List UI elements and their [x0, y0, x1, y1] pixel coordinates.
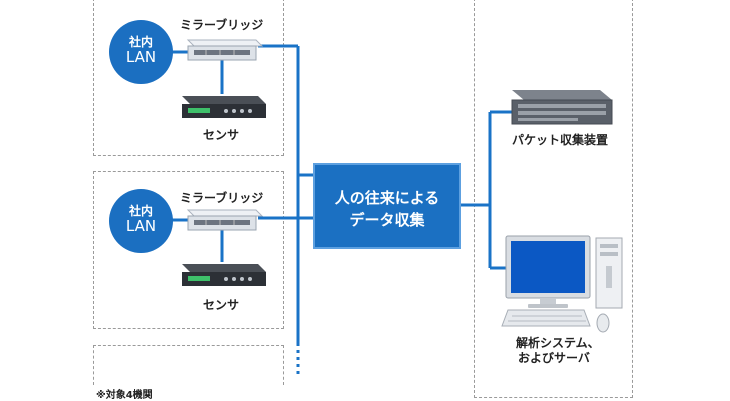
site-more-group [93, 345, 284, 385]
sensor-label: センサ [203, 298, 240, 312]
site-1-group [93, 0, 284, 156]
center-title-line1: 人の往来による [334, 189, 440, 207]
packet-collector-icon [511, 90, 613, 125]
sensor-icon [182, 264, 266, 286]
lan-label-line2: LAN [125, 48, 157, 66]
lan-label-line1: 社内 [128, 204, 153, 218]
lan-circle: 社内 LAN [109, 20, 173, 84]
lan-label-line2: LAN [125, 217, 157, 235]
analysis-computer-icon [501, 235, 623, 333]
analysis-system-label-line2: およびサーバ [518, 351, 590, 365]
data-center-group [474, 0, 633, 398]
sensor-label: センサ [203, 128, 240, 142]
lan-label-line1: 社内 [128, 35, 153, 49]
footnote: ※対象4機関 [96, 390, 153, 401]
mirror-bridge-icon [186, 209, 264, 231]
site-2-group [93, 171, 284, 329]
packet-collector-label: パケット収集装置 [512, 133, 609, 147]
mirror-bridge-label: ミラーブリッジ [180, 18, 264, 32]
data-collection-box: 人の往来による データ収集 [313, 163, 461, 249]
center-title-line2: データ収集 [349, 211, 425, 229]
lan-circle: 社内 LAN [109, 189, 173, 253]
sensor-icon [182, 96, 266, 118]
mirror-bridge-label: ミラーブリッジ [180, 191, 264, 205]
analysis-system-label-line1: 解析システム、 [516, 336, 600, 350]
mirror-bridge-icon [186, 39, 264, 61]
